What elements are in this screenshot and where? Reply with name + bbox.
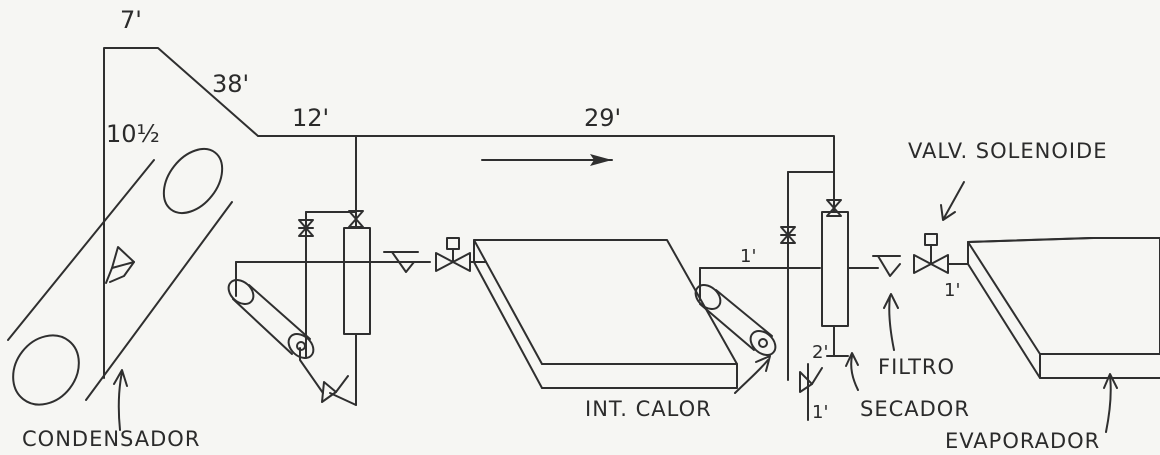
heat-exchanger-pointer-arrow (734, 355, 771, 394)
valv-solenoide-label: VALV. SOLENOIDE (908, 139, 1108, 163)
dimension-12ft: 12' (292, 104, 329, 132)
filter-pointer-arrow (883, 293, 899, 351)
evaporator-pointer-arrow (1103, 373, 1118, 433)
dimension-29ft: 29' (584, 104, 621, 132)
unit2-bottom-valve-icon (799, 367, 823, 393)
main-refrigerant-line (103, 47, 835, 379)
unit1-solenoid-valve-icon (435, 237, 487, 272)
condenser-tube (7, 148, 233, 406)
dimension-1ft-right: 1' (944, 280, 960, 301)
unit2-drier (821, 211, 849, 327)
dimension-7ft: 7' (120, 6, 142, 34)
int-calor-label: INT. CALOR (585, 397, 712, 421)
condenser-valve-icon (105, 246, 135, 284)
unit1-bottom-valve-icon (321, 375, 349, 403)
filtro-label: FILTRO (878, 355, 955, 379)
unit1-valve-left-icon (298, 219, 314, 237)
dimension-10-half: 10½ (106, 120, 160, 148)
flow-direction-arrow (481, 154, 613, 166)
unit2-valve-left-icon (780, 226, 796, 244)
unit2-piping (699, 171, 879, 421)
condensador-label: CONDENSADOR (22, 427, 200, 451)
unit2-evaporator (967, 237, 1160, 379)
solenoid-pointer-arrow (940, 181, 965, 221)
unit1-evaporator (473, 239, 738, 389)
dryer-pointer-arrow (845, 352, 859, 391)
unit1-filter-icon (383, 251, 419, 273)
unit1-heat-exchanger (227, 279, 315, 359)
condenser-pointer-arrow (113, 369, 128, 431)
evaporador-label: EVAPORADOR (945, 429, 1100, 453)
unit2-filter-icon (872, 255, 901, 277)
unit1-piping (235, 135, 431, 406)
dimension-1ft-upper: 1' (740, 246, 756, 267)
dimension-38ft: 38' (212, 70, 249, 98)
unit2-valve-right-icon (826, 199, 842, 217)
unit1-drier (343, 227, 371, 335)
unit2-heat-exchanger (694, 284, 777, 356)
dimension-1ft-lower: 1' (812, 402, 828, 423)
dimension-2ft: 2' (812, 342, 828, 363)
unit2-solenoid-valve-icon (913, 233, 969, 274)
secador-label: SECADOR (860, 397, 970, 421)
